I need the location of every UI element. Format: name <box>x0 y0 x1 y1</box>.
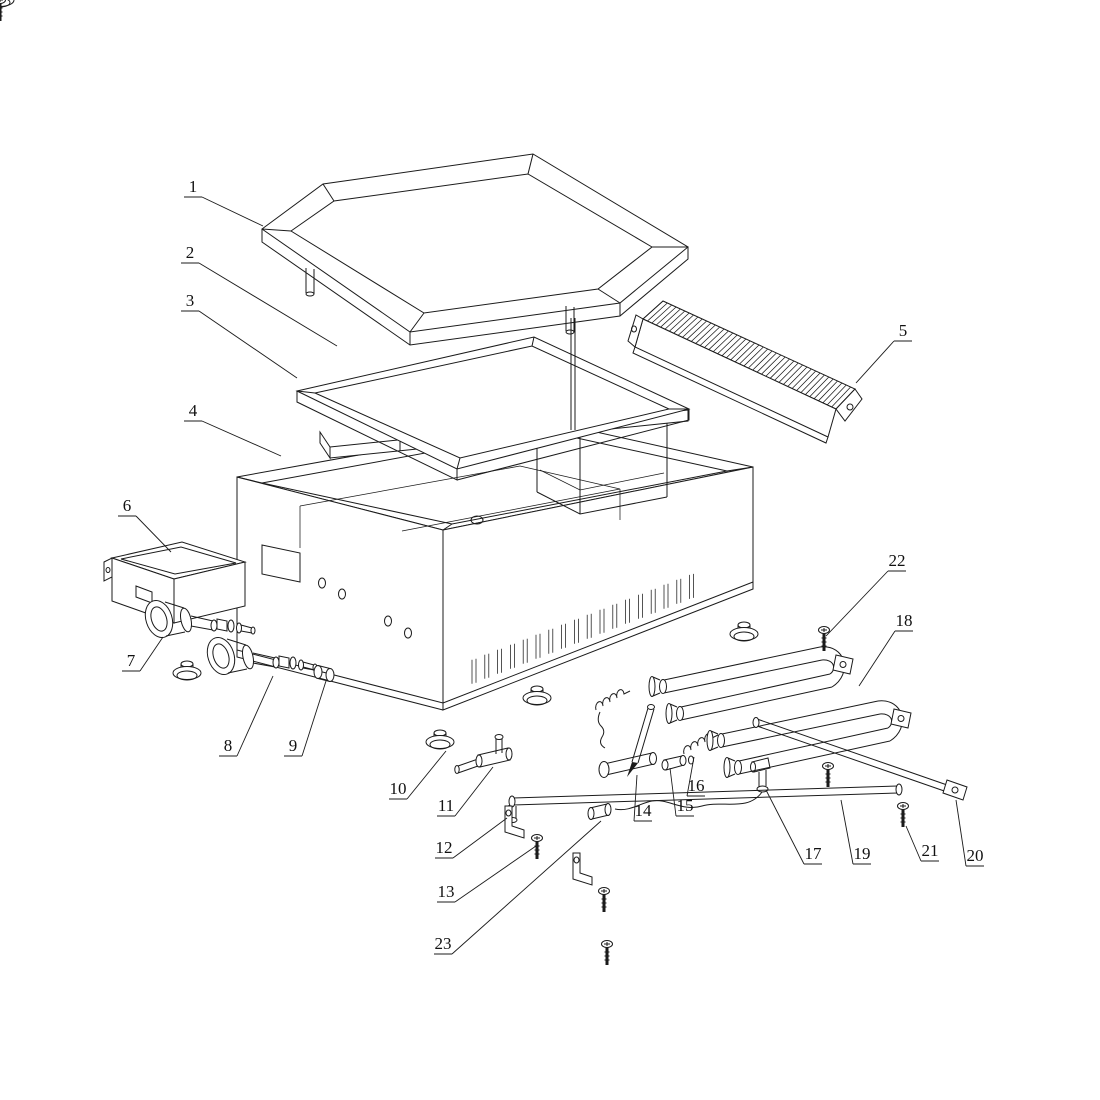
part-number-5: 5 <box>899 321 908 340</box>
leader-line <box>454 766 494 817</box>
support-pole <box>570 318 576 430</box>
mounting-peg-2 <box>565 306 575 332</box>
part-number-14: 14 <box>635 801 653 820</box>
leader-line <box>139 636 164 672</box>
part-number-10: 10 <box>390 779 407 798</box>
part-number-4: 4 <box>189 401 198 420</box>
leader-line <box>198 310 298 379</box>
part-number-13: 13 <box>438 882 455 901</box>
venturi-tube <box>598 752 657 778</box>
ignition-electrode <box>627 704 655 777</box>
leveling-foot-2 <box>425 729 455 750</box>
part-number-12: 12 <box>436 838 453 857</box>
leader-line <box>454 845 537 903</box>
screw-21 <box>896 801 910 829</box>
leader-line <box>452 817 508 859</box>
part-number-2: 2 <box>186 243 195 262</box>
part-number-22: 22 <box>889 551 906 570</box>
part-number-9: 9 <box>289 736 298 755</box>
leader-line <box>301 680 327 757</box>
leveling-foot <box>172 660 202 681</box>
orifice-fitting <box>313 665 335 682</box>
part-number-19: 19 <box>854 844 871 863</box>
leader-line <box>135 515 172 553</box>
leader-line <box>858 630 896 687</box>
mounting-peg <box>305 268 315 294</box>
leader-line <box>451 820 602 955</box>
control-knob <box>144 599 256 639</box>
burner-orifice <box>661 755 694 771</box>
spring-coil <box>683 733 719 755</box>
front-cutout <box>261 544 301 583</box>
leader-line <box>633 774 638 822</box>
part-number-15: 15 <box>677 796 694 815</box>
part-number-11: 11 <box>438 796 454 815</box>
leader-line <box>201 420 282 457</box>
leader-line <box>905 825 922 862</box>
part-number-17: 17 <box>805 844 823 863</box>
part-number-8: 8 <box>224 736 233 755</box>
screw-2 <box>597 886 611 914</box>
part-number-1: 1 <box>189 177 198 196</box>
supply-pipe <box>752 717 968 801</box>
leader-line <box>840 799 854 865</box>
leader-line <box>955 799 967 867</box>
griddle-plate <box>261 153 689 346</box>
screw-13 <box>530 833 544 861</box>
leader-line <box>825 570 889 637</box>
part-number-6: 6 <box>123 496 132 515</box>
leader-line <box>406 750 447 800</box>
gas-manifold-pipe <box>507 783 903 823</box>
spring-coil-2 <box>595 689 631 711</box>
leader-line <box>669 767 677 817</box>
mounting-bracket <box>504 805 525 839</box>
leader-line <box>686 756 695 797</box>
mounting-bracket-2 <box>572 852 593 886</box>
burner-tube <box>648 646 854 724</box>
ignition-wire <box>597 711 606 749</box>
part-number-7: 7 <box>127 651 136 670</box>
burner-tube-2 <box>706 700 912 778</box>
leader-line <box>765 789 805 865</box>
leader-line <box>201 196 264 227</box>
main-body <box>236 420 754 711</box>
leveling-foot-4 <box>729 621 759 642</box>
pilot-valve <box>454 734 513 774</box>
part-number-16: 16 <box>688 776 705 795</box>
screw <box>821 761 835 789</box>
leader-line <box>855 340 895 384</box>
part-number-23: 23 <box>435 934 452 953</box>
part-number-20: 20 <box>967 846 984 865</box>
leveling-foot-3 <box>522 685 552 706</box>
leader-line <box>236 675 274 757</box>
splash-guard <box>627 300 863 444</box>
part-number-3: 3 <box>186 291 195 310</box>
leader-line <box>198 262 338 347</box>
part-number-18: 18 <box>896 611 913 630</box>
grease-drawer <box>103 541 247 624</box>
pipe-flange <box>942 779 968 801</box>
part-number-21: 21 <box>922 841 939 860</box>
vent-louvers <box>471 573 694 684</box>
middle-pan <box>295 336 691 481</box>
screw-3 <box>600 939 614 967</box>
